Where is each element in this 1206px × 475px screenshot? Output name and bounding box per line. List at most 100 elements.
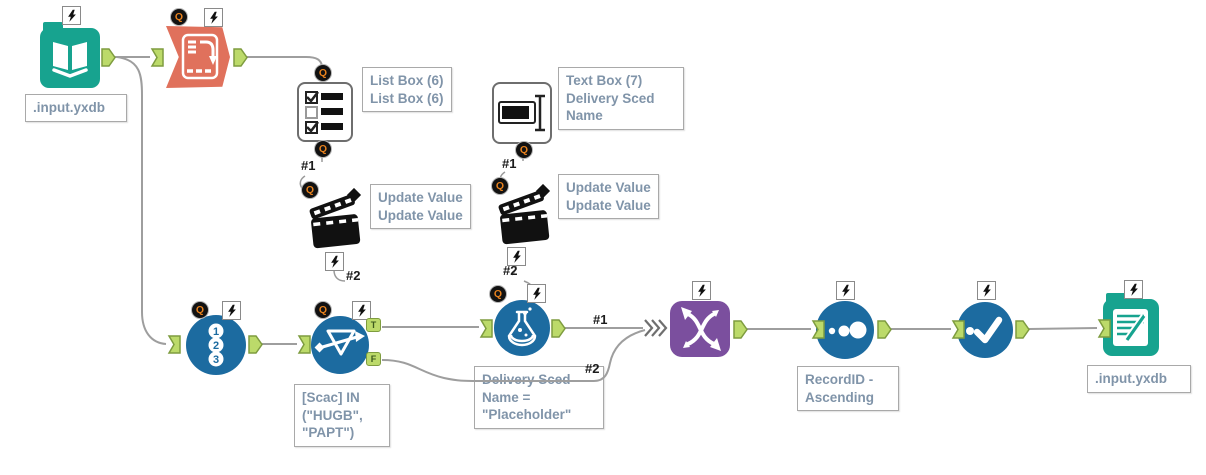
clapperboard-icon	[309, 187, 362, 249]
annotation-filter[interactable]: [Scac] IN ("HUGB", "PAPT")	[294, 384, 390, 447]
stem-action1-bolt	[333, 269, 346, 282]
lightning-anchor-icon[interactable]	[692, 281, 711, 300]
output-data-tool[interactable]	[1103, 293, 1159, 356]
wire-filter-f-union	[381, 329, 646, 382]
filter-tool[interactable]	[311, 316, 369, 374]
true-output-anchor[interactable]: T	[366, 318, 381, 332]
connection-label: #2	[346, 268, 361, 283]
connection-label: #2	[503, 263, 518, 278]
question-anchor-icon[interactable]: Q	[191, 301, 209, 319]
folder-tab-icon	[43, 22, 63, 31]
annotation-action2[interactable]: Update Value Update Value	[558, 174, 659, 219]
action-tool-1[interactable]	[305, 187, 363, 252]
annotation-text: Name	[566, 108, 603, 123]
lightning-anchor-icon[interactable]	[977, 281, 996, 300]
list-box-icon	[305, 91, 343, 134]
union-tool[interactable]	[670, 301, 730, 357]
annotation-text: Delivery Sced	[482, 372, 571, 387]
lightning-anchor-icon[interactable]	[204, 8, 223, 27]
annotation-sort[interactable]: RecordID - Ascending	[797, 366, 899, 411]
page-pencil-icon	[1113, 309, 1148, 346]
input-anchor-icon[interactable]	[1097, 319, 1112, 338]
annotation-action1[interactable]: Update Value Update Value	[370, 184, 471, 229]
lightning-anchor-icon[interactable]	[1124, 280, 1143, 299]
sort-dots-icon	[828, 321, 867, 339]
input-anchor-icon[interactable]	[811, 320, 826, 339]
unique-check-icon	[966, 316, 1003, 344]
question-anchor-icon[interactable]: Q	[515, 141, 533, 159]
lightning-anchor-icon[interactable]	[836, 281, 855, 300]
annotation-text: .input.yxdb	[1095, 371, 1167, 386]
svg-text:1: 1	[213, 326, 219, 338]
input-anchor-icon[interactable]	[150, 48, 165, 67]
annotation-text: Delivery Sced	[566, 90, 655, 106]
annotation-listbox[interactable]: List Box (6) List Box (6)	[362, 67, 452, 112]
unique-tool[interactable]	[957, 302, 1013, 358]
lightning-anchor-icon[interactable]	[352, 301, 371, 320]
annotation-text: "Placeholder"	[482, 407, 572, 422]
open-book-icon	[52, 42, 88, 78]
wire-unique-output	[1028, 327, 1098, 330]
lightning-anchor-icon[interactable]	[325, 252, 344, 271]
connection-label: #1	[301, 158, 316, 173]
annotation-text: Text Box (7)	[566, 73, 643, 88]
output-anchor-icon[interactable]	[551, 319, 566, 338]
multi-connection-chevrons-icon	[644, 319, 668, 337]
annotation-input[interactable]: .input.yxdb	[25, 94, 127, 122]
flask-icon	[507, 307, 537, 347]
record-id-icon: 1 2 3	[208, 323, 224, 367]
annotation-text: ("HUGB",	[302, 407, 363, 423]
annotation-text: RecordID -	[805, 372, 874, 387]
annotation-textbox[interactable]: Text Box (7) Delivery Sced Name	[558, 67, 684, 130]
action-tool-2[interactable]	[494, 183, 552, 248]
wire-transpose-listbox	[247, 56, 323, 67]
input-anchor-icon[interactable]	[951, 320, 966, 339]
annotation-text: Update Value	[378, 190, 463, 205]
input-anchor-icon[interactable]	[297, 335, 312, 354]
text-box-tool[interactable]	[492, 82, 552, 144]
lightning-anchor-icon[interactable]	[527, 284, 546, 303]
question-anchor-icon[interactable]: Q	[170, 8, 188, 26]
question-anchor-icon[interactable]: Q	[489, 285, 507, 303]
filter-prism-icon	[314, 329, 365, 356]
sort-tool[interactable]	[816, 301, 874, 359]
annotation-text: Update Value	[378, 207, 463, 223]
question-anchor-icon[interactable]: Q	[314, 140, 332, 158]
annotation-output[interactable]: .input.yxdb	[1087, 365, 1191, 393]
list-box-tool[interactable]	[297, 82, 353, 142]
question-anchor-icon[interactable]: Q	[491, 177, 509, 195]
connection-label: #2	[585, 361, 600, 376]
input-anchor-icon[interactable]	[479, 319, 494, 338]
text-box-icon	[498, 94, 545, 132]
annotation-text: Update Value	[566, 180, 651, 195]
connection-label: #1	[502, 156, 517, 171]
annotation-formula[interactable]: Delivery Sced Name = "Placeholder"	[474, 366, 604, 429]
transpose-icon	[181, 33, 219, 80]
annotation-text: [Scac] IN	[302, 390, 360, 405]
annotation-text: List Box (6)	[370, 90, 444, 106]
output-anchor-icon[interactable]	[233, 48, 248, 67]
input-anchor-icon[interactable]	[167, 335, 182, 354]
output-anchor-icon[interactable]	[877, 320, 892, 339]
formula-tool[interactable]	[494, 300, 550, 356]
false-output-anchor[interactable]: F	[366, 352, 381, 366]
annotation-text: List Box (6)	[370, 73, 444, 88]
output-anchor-icon[interactable]	[733, 320, 748, 339]
output-anchor-icon[interactable]	[248, 335, 263, 354]
lightning-anchor-icon[interactable]	[507, 247, 526, 266]
question-anchor-icon[interactable]: Q	[314, 301, 332, 319]
svg-text:2: 2	[213, 340, 219, 352]
clapperboard-icon	[498, 183, 551, 245]
record-id-tool[interactable]: 1 2 3	[186, 315, 246, 375]
output-anchor-icon[interactable]	[1015, 320, 1030, 339]
lightning-anchor-icon[interactable]	[222, 301, 241, 320]
annotation-text: Update Value	[566, 197, 651, 213]
input-data-tool[interactable]	[40, 22, 100, 88]
question-anchor-icon[interactable]: Q	[314, 64, 332, 82]
connection-label: #1	[593, 312, 608, 327]
lightning-anchor-icon[interactable]	[62, 6, 81, 25]
output-anchor-icon[interactable]	[101, 48, 116, 67]
question-anchor-icon[interactable]: Q	[301, 181, 319, 199]
stem-action2-bolt	[511, 264, 517, 276]
